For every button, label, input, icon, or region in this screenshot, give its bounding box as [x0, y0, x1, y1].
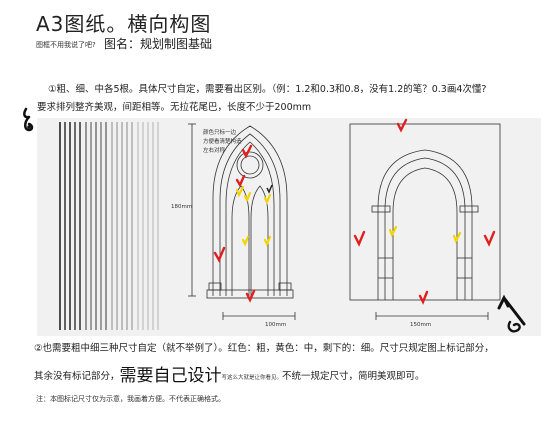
bottom-line-1: ②也需要粗中细三种尺寸自定（就不举例了）。红色：粗，黄色：中，剩下的：细。尺寸只… — [34, 343, 494, 354]
height-dimension: 180mm — [171, 204, 193, 210]
line-weights-sample — [59, 122, 159, 330]
bottom-line-2a: 其余没有标记部分， — [34, 371, 120, 382]
page-title: A3图纸。横向构图 — [36, 12, 212, 36]
annotation-text: 颜色只标一边 方便看清楚构造 左右对称 — [203, 130, 242, 154]
width-dimension-right: 150mm — [410, 322, 432, 328]
gothic-window-drawing — [188, 123, 296, 320]
hand-mark-left — [23, 107, 34, 132]
requirement-line-2: 要求排列整齐美观，间距相等。无拉花尾巴，长度不少于200mm — [37, 102, 312, 113]
frame-note: 图框不用我说了吧? — [36, 41, 96, 49]
bottom-line-2: 其余没有标记部分，需要自己设计写这么大就是让你看见。不统一规定尺寸，简明美观即可… — [34, 361, 425, 386]
drawing-name: 图名：规划制图基础 — [104, 37, 213, 51]
bottom-line-2b: 不统一规定尺寸，简明美观即可。 — [282, 371, 425, 382]
footnote: 注：本图标记尺寸仅为示意，我画着方便。不代表正确格式。 — [36, 395, 225, 403]
emphasis-text: 需要自己设计 — [119, 366, 222, 386]
requirement-line-1: ①粗、细、中各5根。具体尺寸自定，需要看出区别。（例：1.2和0.3和0.8，没… — [48, 84, 487, 95]
hand-mark-right — [497, 294, 526, 333]
round-arch-drawing — [349, 118, 501, 320]
width-dimension-left: 100mm — [265, 322, 287, 328]
tiny-note: 写这么大就是让你看见。 — [221, 375, 283, 381]
